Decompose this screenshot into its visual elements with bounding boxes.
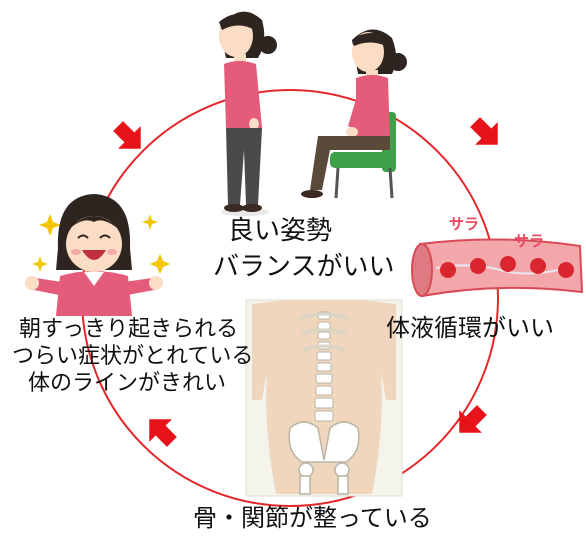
cycle-arrow-icon (470, 117, 498, 145)
sara-text: サラ (449, 215, 480, 233)
seated-woman-icon (301, 29, 407, 199)
wellbeing-label-line3: 体のラインがきれい (28, 371, 227, 396)
blood-vessel-icon (411, 238, 584, 298)
body-fluid-label: 体液循環がいい (386, 314, 554, 342)
standing-woman-icon (219, 11, 277, 216)
sara-text: サラ (514, 232, 545, 250)
cycle-arrow-icon (459, 405, 487, 433)
posture-label-line2: バランスがいい (213, 252, 395, 282)
happy-woman-icon (25, 194, 170, 316)
cycle-arrow-icon (149, 419, 177, 447)
spine-pelvis-icon (245, 299, 403, 497)
wellbeing-label-line1: 朝すっきり起きられる (19, 317, 239, 342)
cycle-arrow-icon (113, 121, 141, 149)
bones-label: 骨・関節が整っている (193, 504, 432, 532)
posture-label-line1: 良い姿勢 (228, 216, 333, 246)
wellbeing-label-line2: つらい症状がとれている (12, 344, 254, 369)
